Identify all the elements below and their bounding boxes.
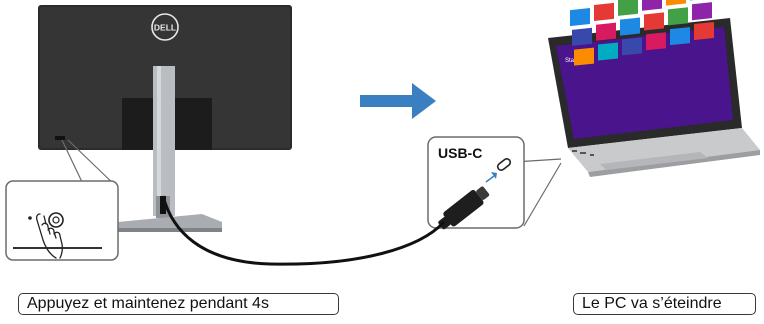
laptop: Start xyxy=(548,0,760,177)
caption-pc-shutdown: Le PC va s’éteindre xyxy=(573,293,756,315)
logo-text: DELL xyxy=(154,23,176,33)
start-tile xyxy=(644,12,664,31)
power-button-location xyxy=(55,136,65,140)
start-tile xyxy=(670,27,690,46)
power-button-icon xyxy=(48,212,64,228)
start-tile xyxy=(594,2,614,21)
usb-c-port-icon xyxy=(496,158,512,171)
start-tile xyxy=(570,7,590,27)
monitor-stand xyxy=(118,66,222,232)
start-tile xyxy=(694,21,714,41)
start-tile xyxy=(572,27,592,46)
pressing-hand-icon xyxy=(35,213,64,259)
dell-logo xyxy=(151,13,179,41)
usb-c-callout xyxy=(427,136,562,230)
stand-neck xyxy=(153,66,175,216)
start-screen-tiles xyxy=(570,0,714,66)
start-tile xyxy=(574,47,594,66)
callout-box xyxy=(5,180,119,261)
start-tile xyxy=(620,17,640,36)
usb-c-label: USB-C xyxy=(438,145,483,161)
start-tile xyxy=(642,0,662,11)
right-arrow-icon xyxy=(360,83,436,119)
start-tile xyxy=(618,0,638,16)
start-tile xyxy=(666,0,686,6)
laptop-side-ports xyxy=(572,150,594,156)
start-tile xyxy=(668,7,688,26)
usb-c-cable xyxy=(161,195,446,266)
laptop-screen-title: Start xyxy=(565,58,578,64)
usb-callout-box xyxy=(427,136,525,229)
laptop-base xyxy=(568,128,760,172)
stand-base xyxy=(118,214,222,228)
power-button-callout xyxy=(5,139,119,261)
caption-press-hold: Appuyez et maintenez pendant 4s xyxy=(18,293,339,315)
laptop-keyboard-deck xyxy=(600,152,708,170)
start-tile xyxy=(692,2,712,21)
start-tile xyxy=(622,37,642,56)
start-tile xyxy=(598,42,618,61)
start-tile xyxy=(596,22,616,41)
start-tile xyxy=(646,32,666,51)
